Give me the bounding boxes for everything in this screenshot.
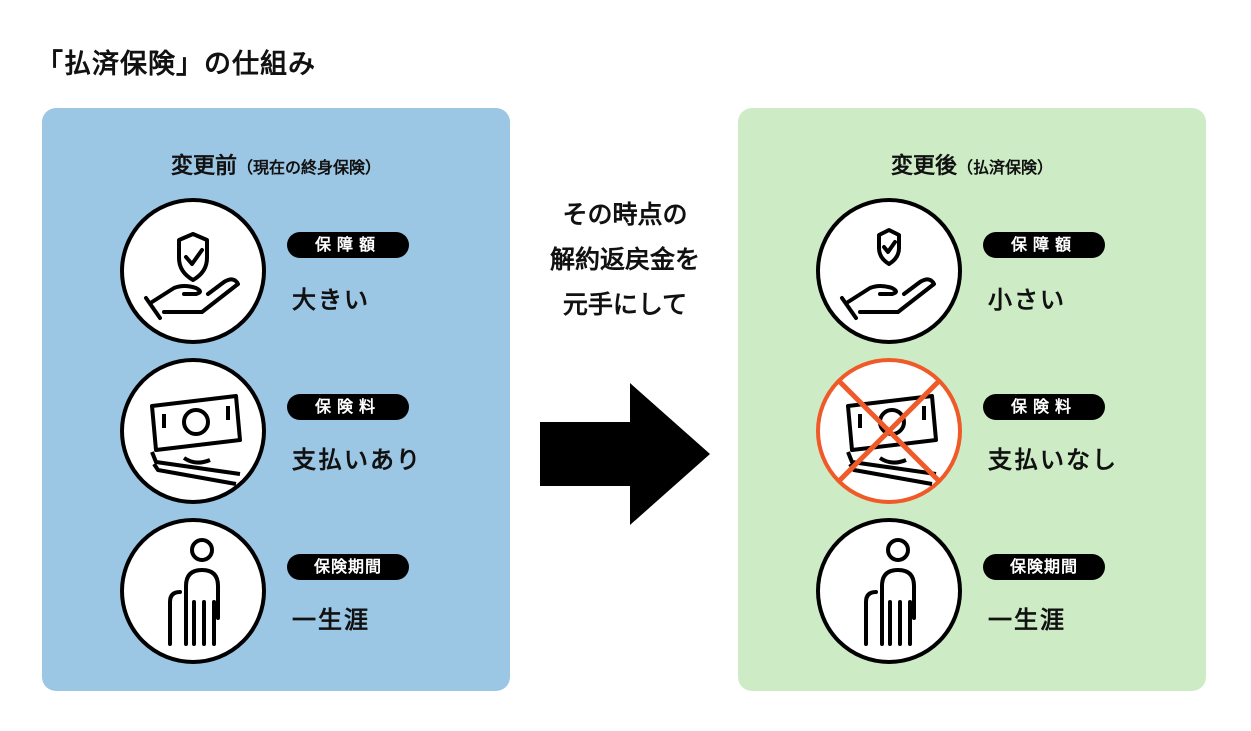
before-value-coverage: 大きい [292, 286, 370, 314]
before-heading-text: 変更前 [170, 154, 237, 179]
transition-line: 解約返戻金を [549, 245, 700, 274]
before-value-premium: 支払いあり [292, 446, 422, 474]
hand-shield-icon [816, 198, 962, 344]
after-heading: 変更後（払済保険） [738, 148, 1206, 180]
money-crossed-icon [816, 358, 962, 504]
elderly-person-icon [120, 518, 266, 664]
before-subheading: （現在の終身保険） [237, 158, 382, 177]
money-icon [120, 358, 266, 504]
hand-shield-icon [120, 198, 266, 344]
before-label-coverage: 保障額 [287, 232, 409, 258]
after-value-coverage: 小さい [988, 286, 1066, 314]
elderly-person-icon [816, 518, 962, 664]
after-value-premium: 支払いなし [988, 446, 1118, 474]
right-arrow-icon [540, 383, 710, 525]
before-heading: 変更前（現在の終身保険） [42, 148, 510, 180]
transition-text: その時点の 解約返戻金を 元手にして [530, 192, 720, 327]
after-panel: 変更後（払済保険） 保障額 小さい 保険料 支払いなし 保険期間 一生涯 [738, 108, 1206, 691]
before-label-premium: 保険料 [287, 394, 409, 420]
after-value-period: 一生涯 [988, 606, 1066, 634]
transition-line: その時点の [562, 200, 688, 229]
after-label-period: 保険期間 [983, 554, 1105, 580]
after-subheading: （払済保険） [957, 158, 1054, 177]
before-value-period: 一生涯 [292, 606, 370, 634]
after-label-premium: 保険料 [983, 394, 1105, 420]
before-panel: 変更前（現在の終身保険） 保障額 大きい 保険料 支払いあり 保険期間 一生涯 [42, 108, 510, 691]
page-title: 「払済保険」の仕組み [36, 49, 316, 80]
before-label-period: 保険期間 [287, 554, 409, 580]
after-label-coverage: 保障額 [983, 232, 1105, 258]
after-heading-text: 変更後 [890, 154, 957, 179]
transition-line: 元手にして [562, 290, 688, 319]
